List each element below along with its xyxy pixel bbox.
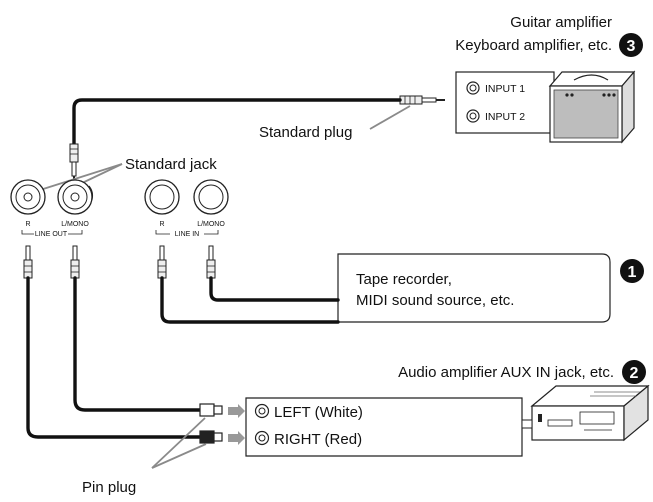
svg-text:3: 3	[627, 38, 636, 55]
tape-recorder-box	[337, 253, 611, 323]
audio-amplifier-icon	[521, 384, 650, 442]
input-1-jack	[466, 81, 480, 95]
audio-amp-label: Audio amplifier AUX IN jack, etc.	[398, 364, 614, 381]
line-in-lmono-jack	[193, 179, 229, 215]
plug-line-in-lmono-icon	[206, 245, 216, 279]
amp-cabinet-icon	[548, 70, 636, 144]
svg-text:LINE IN: LINE IN	[175, 231, 200, 238]
guitar-amplifier: INPUT 1 INPUT 2	[455, 70, 636, 144]
line-in-r-label: R	[159, 221, 164, 228]
cable-line-in-r-to-tape	[160, 276, 340, 324]
right-red-label: RIGHT (Red)	[274, 431, 362, 448]
input-2-jack	[466, 109, 480, 123]
line-in-lmono-label: L/MONO	[197, 221, 225, 228]
plug-line-out-lmono-icon	[70, 245, 80, 279]
pin-plug-red-icon	[199, 430, 245, 445]
aux-in-box	[245, 397, 523, 457]
badge-2: 2	[622, 360, 646, 384]
left-white-label: LEFT (White)	[274, 404, 363, 421]
input-1-label: INPUT 1	[485, 83, 525, 95]
left-white-jack	[254, 403, 270, 419]
line-in-r-jack	[144, 179, 180, 215]
cable-line-out-to-guitar-amp	[72, 98, 402, 147]
badge-3: 3	[619, 33, 643, 57]
input-2-label: INPUT 2	[485, 111, 525, 123]
line-out-lmono-jack	[57, 179, 94, 215]
badge-1: 1	[620, 259, 644, 283]
cable-line-out-lmono-to-left	[73, 276, 202, 412]
line-out-lmono-label: L/MONO	[61, 221, 89, 228]
standard-jack-label: Standard jack	[125, 156, 217, 173]
tape-recorder-label-line1: Tape recorder,	[356, 271, 452, 288]
line-out-r-jack	[10, 179, 46, 215]
pin-plug-white-icon	[199, 403, 245, 418]
svg-text:1: 1	[628, 264, 637, 281]
line-out-bracket: LINE OUT	[21, 230, 83, 238]
svg-text:2: 2	[630, 365, 639, 382]
cable-line-in-lmono-to-tape	[209, 276, 340, 302]
cable-line-out-r-to-right	[26, 276, 202, 439]
right-red-jack	[254, 430, 270, 446]
line-in-bracket: LINE IN	[155, 230, 219, 238]
plug-line-out-r-icon	[23, 245, 33, 279]
guitar-amp-label-line1: Guitar amplifier	[510, 14, 612, 31]
tape-recorder-label-line2: MIDI sound source, etc.	[356, 292, 514, 309]
pin-plug-label: Pin plug	[82, 479, 136, 496]
standard-plug-label: Standard plug	[259, 124, 352, 141]
standard-plug-icon	[399, 95, 445, 105]
svg-text:LINE OUT: LINE OUT	[35, 231, 68, 238]
line-out-r-label: R	[25, 221, 30, 228]
plug-line-in-r-icon	[157, 245, 167, 279]
guitar-amp-label-line2: Keyboard amplifier, etc.	[455, 37, 612, 54]
